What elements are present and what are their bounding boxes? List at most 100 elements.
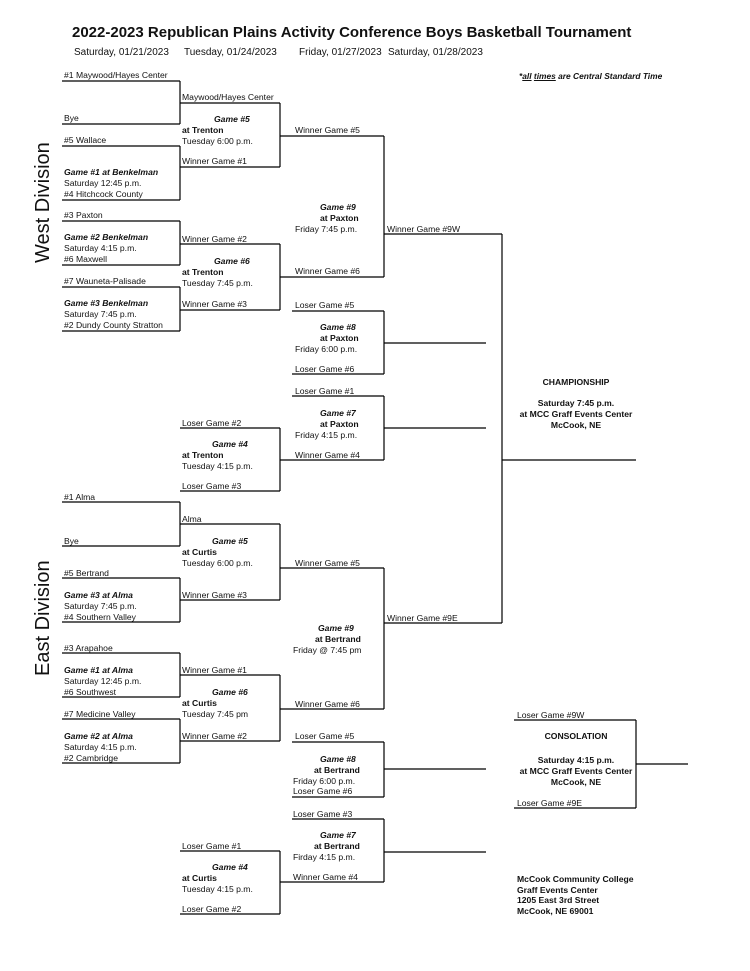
- date-round2: Tuesday, 01/24/2023: [184, 47, 277, 58]
- east-game5-title: Game #5: [212, 536, 248, 546]
- west-game6-time: Tuesday 7:45 p.m.: [182, 278, 253, 288]
- west-seed-3: #3 Paxton: [64, 210, 103, 220]
- east-game5-time: Tuesday 6:00 p.m.: [182, 558, 253, 568]
- east-seed-6: #6 Southwest: [64, 687, 117, 697]
- date-round3: Friday, 01/27/2023: [299, 47, 382, 58]
- consolation-city: McCook, NE: [550, 777, 602, 787]
- west-game4-time: Tuesday 4:15 p.m.: [182, 461, 253, 471]
- east-game4-bottom: Loser Game #2: [182, 904, 242, 914]
- east-game8-top: Loser Game #5: [295, 731, 355, 741]
- east-game7-bottom: Winner Game #4: [293, 872, 358, 882]
- consolation-location: at MCC Graff Events Center: [519, 766, 633, 776]
- date-round1: Saturday, 01/21/2023: [74, 47, 169, 58]
- west-game7-location: at Paxton: [320, 419, 359, 429]
- west-game5-time: Tuesday 6:00 p.m.: [182, 136, 253, 146]
- west-seed-1: #1 Maywood/Hayes Center: [64, 70, 168, 80]
- east-game1-title: Game #1 at Alma: [64, 665, 133, 675]
- timezone-note: *all times are Central Standard Time: [519, 71, 663, 81]
- west-game9-time: Friday 7:45 p.m.: [295, 224, 358, 234]
- west-game1-title: Game #1 at Benkelman: [64, 167, 159, 177]
- east-seed-3: #3 Arapahoe: [64, 643, 113, 653]
- east-game2-title: Game #2 at Alma: [64, 731, 133, 741]
- west-game7-title: Game #7: [320, 408, 356, 418]
- west-seed-4: #4 Hitchcock County: [64, 189, 143, 199]
- west-game4-top: Loser Game #2: [182, 418, 242, 428]
- east-game9-winner: Winner Game #9E: [387, 613, 458, 623]
- east-game4-location: at Curtis: [182, 873, 217, 883]
- east-game8-time: Friday 6:00 p.m.: [293, 776, 356, 786]
- east-game7-title: Game #7: [320, 830, 356, 840]
- east-game9-top: Winner Game #5: [295, 558, 360, 568]
- east-game3-time: Saturday 7:45 p.m.: [64, 601, 137, 611]
- east-seed-7: #7 Medicine Valley: [64, 709, 136, 719]
- east-game3-title: Game #3 at Alma: [64, 590, 133, 600]
- east-game8-location: at Bertrand: [314, 765, 360, 775]
- east-game4-time: Tuesday 4:15 p.m.: [182, 884, 253, 894]
- east-game1-time: Saturday 12:45 p.m.: [64, 676, 142, 686]
- championship-title: CHAMPIONSHIP: [542, 377, 610, 387]
- east-game4-top: Loser Game #1: [182, 841, 242, 851]
- west-game5-title: Game #5: [214, 114, 250, 124]
- consolation-title: CONSOLATION: [544, 731, 608, 741]
- west-game1-time: Saturday 12:45 p.m.: [64, 178, 142, 188]
- venue-city: McCook, NE 69001: [517, 906, 594, 916]
- east-game5-location: at Curtis: [182, 547, 217, 557]
- championship-city: McCook, NE: [550, 420, 602, 430]
- east-game9-location: at Bertrand: [315, 634, 361, 644]
- west-game9-title: Game #9: [320, 202, 356, 212]
- west-game5-location: at Trenton: [182, 125, 224, 135]
- west-game5-top: Maywood/Hayes Center: [182, 92, 274, 102]
- championship-location: at MCC Graff Events Center: [519, 409, 633, 419]
- venue-center: Graff Events Center: [517, 885, 598, 895]
- west-game8-location: at Paxton: [320, 333, 359, 343]
- east-game6-location: at Curtis: [182, 698, 217, 708]
- venue-name: McCook Community College: [517, 874, 634, 884]
- west-game8-top: Loser Game #5: [295, 300, 355, 310]
- west-seed-6: #6 Maxwell: [64, 254, 107, 264]
- east-game7-location: at Bertrand: [314, 841, 360, 851]
- west-game4-title: Game #4: [212, 439, 248, 449]
- west-seed-7: #7 Wauneta-Palisade: [64, 276, 146, 286]
- east-seed-1: #1 Alma: [64, 492, 96, 502]
- east-division-label: East Division: [32, 560, 54, 676]
- west-game9-bottom: Winner Game #6: [295, 266, 360, 276]
- west-game5-bottom: Winner Game #1: [182, 156, 247, 166]
- east-seed-2: #2 Cambridge: [64, 753, 118, 763]
- east-game6-time: Tuesday 7:45 pm: [182, 709, 249, 719]
- date-round4: Saturday, 01/28/2023: [388, 47, 483, 58]
- west-game7-bottom: Winner Game #4: [295, 450, 360, 460]
- west-game3-time: Saturday 7:45 p.m.: [64, 309, 137, 319]
- consolation-bottom: Loser Game #9E: [517, 798, 582, 808]
- west-game6-bottom: Winner Game #3: [182, 299, 247, 309]
- west-seed-2: #2 Dundy County Stratton: [64, 320, 163, 330]
- west-division-label: West Division: [32, 142, 54, 263]
- west-bye: Bye: [64, 113, 79, 123]
- east-seed-4: #4 Southern Valley: [64, 612, 136, 622]
- west-game2-time: Saturday 4:15 p.m.: [64, 243, 137, 253]
- east-seed-5: #5 Bertrand: [64, 568, 109, 578]
- west-game6-location: at Trenton: [182, 267, 224, 277]
- east-game7-time: Firday 4:15 p.m.: [293, 852, 356, 862]
- west-game7-top: Loser Game #1: [295, 386, 355, 396]
- east-game9-bottom: Winner Game #6: [295, 699, 360, 709]
- west-game9-location: at Paxton: [320, 213, 359, 223]
- consolation-time: Saturday 4:15 p.m.: [537, 755, 615, 765]
- east-game2-time: Saturday 4:15 p.m.: [64, 742, 137, 752]
- west-game6-top: Winner Game #2: [182, 234, 247, 244]
- west-game6-title: Game #6: [214, 256, 250, 266]
- east-game9-time: Friday @ 7:45 pm: [293, 645, 362, 655]
- west-game8-title: Game #8: [320, 322, 356, 332]
- east-game5-top: Alma: [182, 514, 202, 524]
- east-game8-bottom: Loser Game #6: [293, 786, 353, 796]
- east-game6-title: Game #6: [212, 687, 248, 697]
- east-game8-title: Game #8: [320, 754, 356, 764]
- east-bye: Bye: [64, 536, 79, 546]
- east-game9-title: Game #9: [318, 623, 354, 633]
- west-game9-top: Winner Game #5: [295, 125, 360, 135]
- west-seed-5: #5 Wallace: [64, 135, 107, 145]
- west-game4-bottom: Loser Game #3: [182, 481, 242, 491]
- west-game4-location: at Trenton: [182, 450, 224, 460]
- west-game9-winner: Winner Game #9W: [387, 224, 461, 234]
- east-game6-bottom: Winner Game #2: [182, 731, 247, 741]
